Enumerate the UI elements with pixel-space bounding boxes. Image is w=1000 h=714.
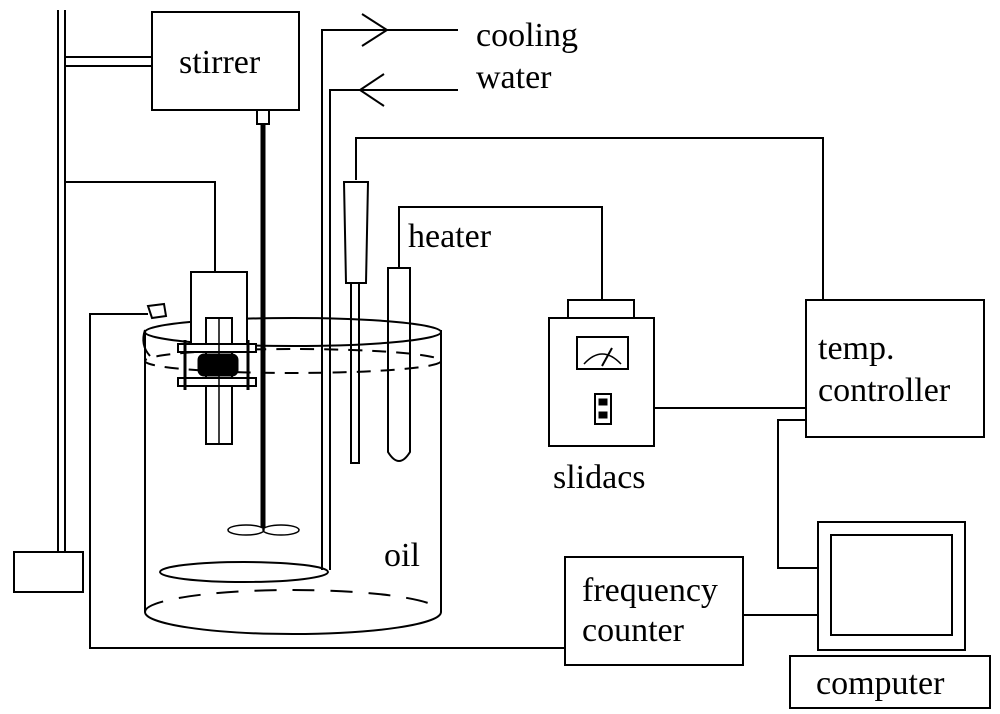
retort-stand	[13, 10, 216, 593]
cooling-outlet-arrow	[361, 13, 389, 47]
stirrer-unit: stirrer	[151, 11, 300, 536]
sensor-tab	[146, 302, 168, 320]
sensor-holder	[146, 271, 257, 445]
beaker-body	[144, 330, 442, 635]
computer-base	[789, 655, 991, 709]
slidacs-switch-top	[598, 398, 608, 406]
cooling-coil	[159, 561, 329, 583]
holder-flange-bottom	[177, 377, 257, 387]
crystal-element	[197, 353, 239, 377]
temp-label: temp.	[818, 330, 894, 367]
heater-label: heater	[408, 218, 492, 255]
stand-arm-to-sensor	[65, 181, 216, 272]
slidacs-meter-dial	[583, 353, 622, 365]
slidacs-meter-needle	[601, 347, 613, 367]
stirrer-label: stirrer	[179, 44, 261, 81]
thermocouple-probe	[342, 181, 370, 464]
oil-bath: oil	[142, 317, 442, 635]
beaker-spout	[142, 329, 151, 357]
holder-flange-top	[177, 343, 257, 353]
heater: heater	[387, 206, 603, 462]
temp-controller-box	[805, 299, 985, 438]
frequency-label: frequency	[582, 572, 718, 609]
controller-label: controller	[818, 372, 951, 409]
slidacs-switch-bottom	[598, 411, 608, 419]
slidacs-label: slidacs	[553, 459, 646, 496]
temp-controller-unit: temp. controller	[805, 299, 985, 438]
stirrer-paddle-left	[227, 524, 265, 536]
oil-surface	[144, 348, 442, 374]
cooling-inlet-arrow	[358, 73, 385, 107]
thermocouple-housing	[342, 181, 370, 284]
computer-monitor	[817, 521, 966, 651]
water-label: water	[476, 59, 552, 96]
frequency-counter-box	[564, 556, 744, 666]
cooling-water-lines: cooling water	[321, 13, 578, 570]
oil-label: oil	[384, 537, 420, 574]
computer-unit: computer	[789, 521, 991, 709]
beaker-bottom-back	[144, 589, 442, 613]
stand-base	[13, 551, 84, 593]
cooling-outlet-tube	[321, 29, 458, 570]
heater-tube	[387, 267, 411, 462]
computer-screen	[830, 534, 953, 636]
slidacs-knob	[567, 299, 635, 319]
sensor-signal-wire	[89, 313, 565, 649]
slidacs-unit: slidacs	[548, 299, 655, 496]
frequency-counter-unit: frequency counter	[564, 556, 744, 666]
thermocouple-wire	[355, 137, 824, 300]
thermocouple-rod	[350, 282, 360, 464]
heater-wire	[398, 206, 603, 300]
cooling-inlet-tube	[329, 89, 458, 570]
cooling-label: cooling	[476, 17, 578, 54]
stirrer-paddle-right	[262, 524, 300, 536]
stirrer-box	[151, 11, 300, 111]
counter-label: counter	[582, 612, 685, 649]
computer-label: computer	[816, 665, 945, 702]
stirrer-chuck	[256, 109, 270, 125]
controller-computer-wire	[777, 419, 818, 569]
slidacs-box	[548, 317, 655, 447]
